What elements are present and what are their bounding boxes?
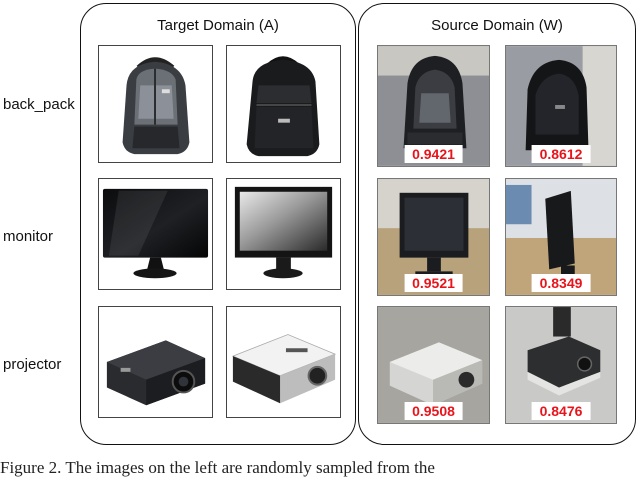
target-domain-title: Target Domain (A) [157,17,279,34]
source-monitor-score-2: 0.8349 [531,274,591,292]
source-monitor-image-1: 0.9521 [377,178,490,296]
row-label-monitor: monitor [3,228,54,245]
row-label-back-pack: back_pack [3,96,75,113]
target-backpack-image-1 [98,45,213,163]
source-projector-score-2: 0.8476 [531,402,591,420]
row-label-projector: projector [3,356,62,373]
source-projector-image-1: 0.9508 [377,306,490,424]
target-monitor-image-2 [226,178,341,290]
figure-caption: Figure 2. The images on the left are ran… [0,458,435,477]
source-backpack-score-2: 0.8612 [531,145,591,163]
source-backpack-image-2: 0.8612 [505,45,617,167]
target-projector-image-2 [226,306,341,418]
source-monitor-score-1: 0.9521 [404,274,463,292]
source-domain-title: Source Domain (W) [431,17,563,34]
target-backpack-image-2 [226,45,341,163]
target-monitor-image-1 [98,178,213,290]
source-backpack-score-1: 0.9421 [404,145,463,163]
source-monitor-image-2: 0.8349 [505,178,617,296]
target-projector-image-1 [98,306,213,418]
source-projector-image-2: 0.8476 [505,306,617,424]
source-projector-score-1: 0.9508 [404,402,463,420]
source-backpack-image-1: 0.9421 [377,45,490,167]
